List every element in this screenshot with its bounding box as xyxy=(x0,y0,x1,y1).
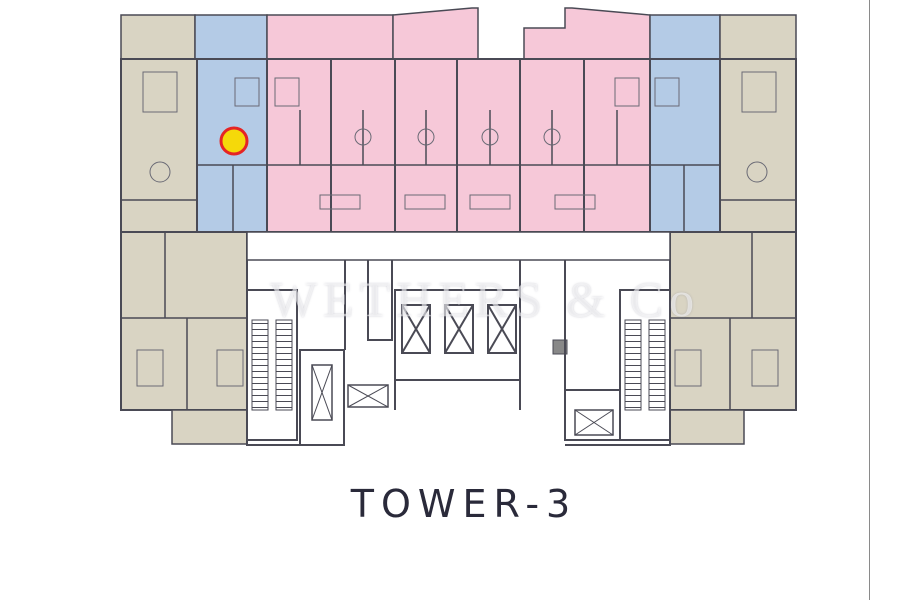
balcony-right xyxy=(669,409,745,445)
unit-tan-left-lower xyxy=(120,231,248,411)
unit-pink-top-2 xyxy=(392,7,479,60)
unit-row-partitions xyxy=(121,110,796,410)
balcony-left xyxy=(171,409,248,445)
shaft-right xyxy=(564,389,621,441)
unit-tan-top-left xyxy=(120,14,196,60)
unit-pink-top-3 xyxy=(523,7,651,60)
selected-unit-marker[interactable] xyxy=(219,126,249,156)
corridor xyxy=(246,231,671,261)
unit-tan-right-lower xyxy=(669,231,797,411)
unit-tan-top-right xyxy=(719,14,797,60)
unit-blue-top-right xyxy=(649,14,721,60)
shaft-left xyxy=(299,349,345,446)
unit-pink-top-1 xyxy=(266,14,394,60)
lift-lobby xyxy=(394,289,521,381)
furniture-sketches xyxy=(136,71,779,387)
plan-title: TOWER-3 xyxy=(350,482,578,526)
unit-blue-right xyxy=(649,58,721,233)
unit-blue-top-left xyxy=(194,14,268,60)
right-border-line xyxy=(869,0,870,600)
elevator-cars xyxy=(401,304,517,354)
unit-pink-4 xyxy=(456,58,521,233)
core-walls xyxy=(246,260,671,446)
